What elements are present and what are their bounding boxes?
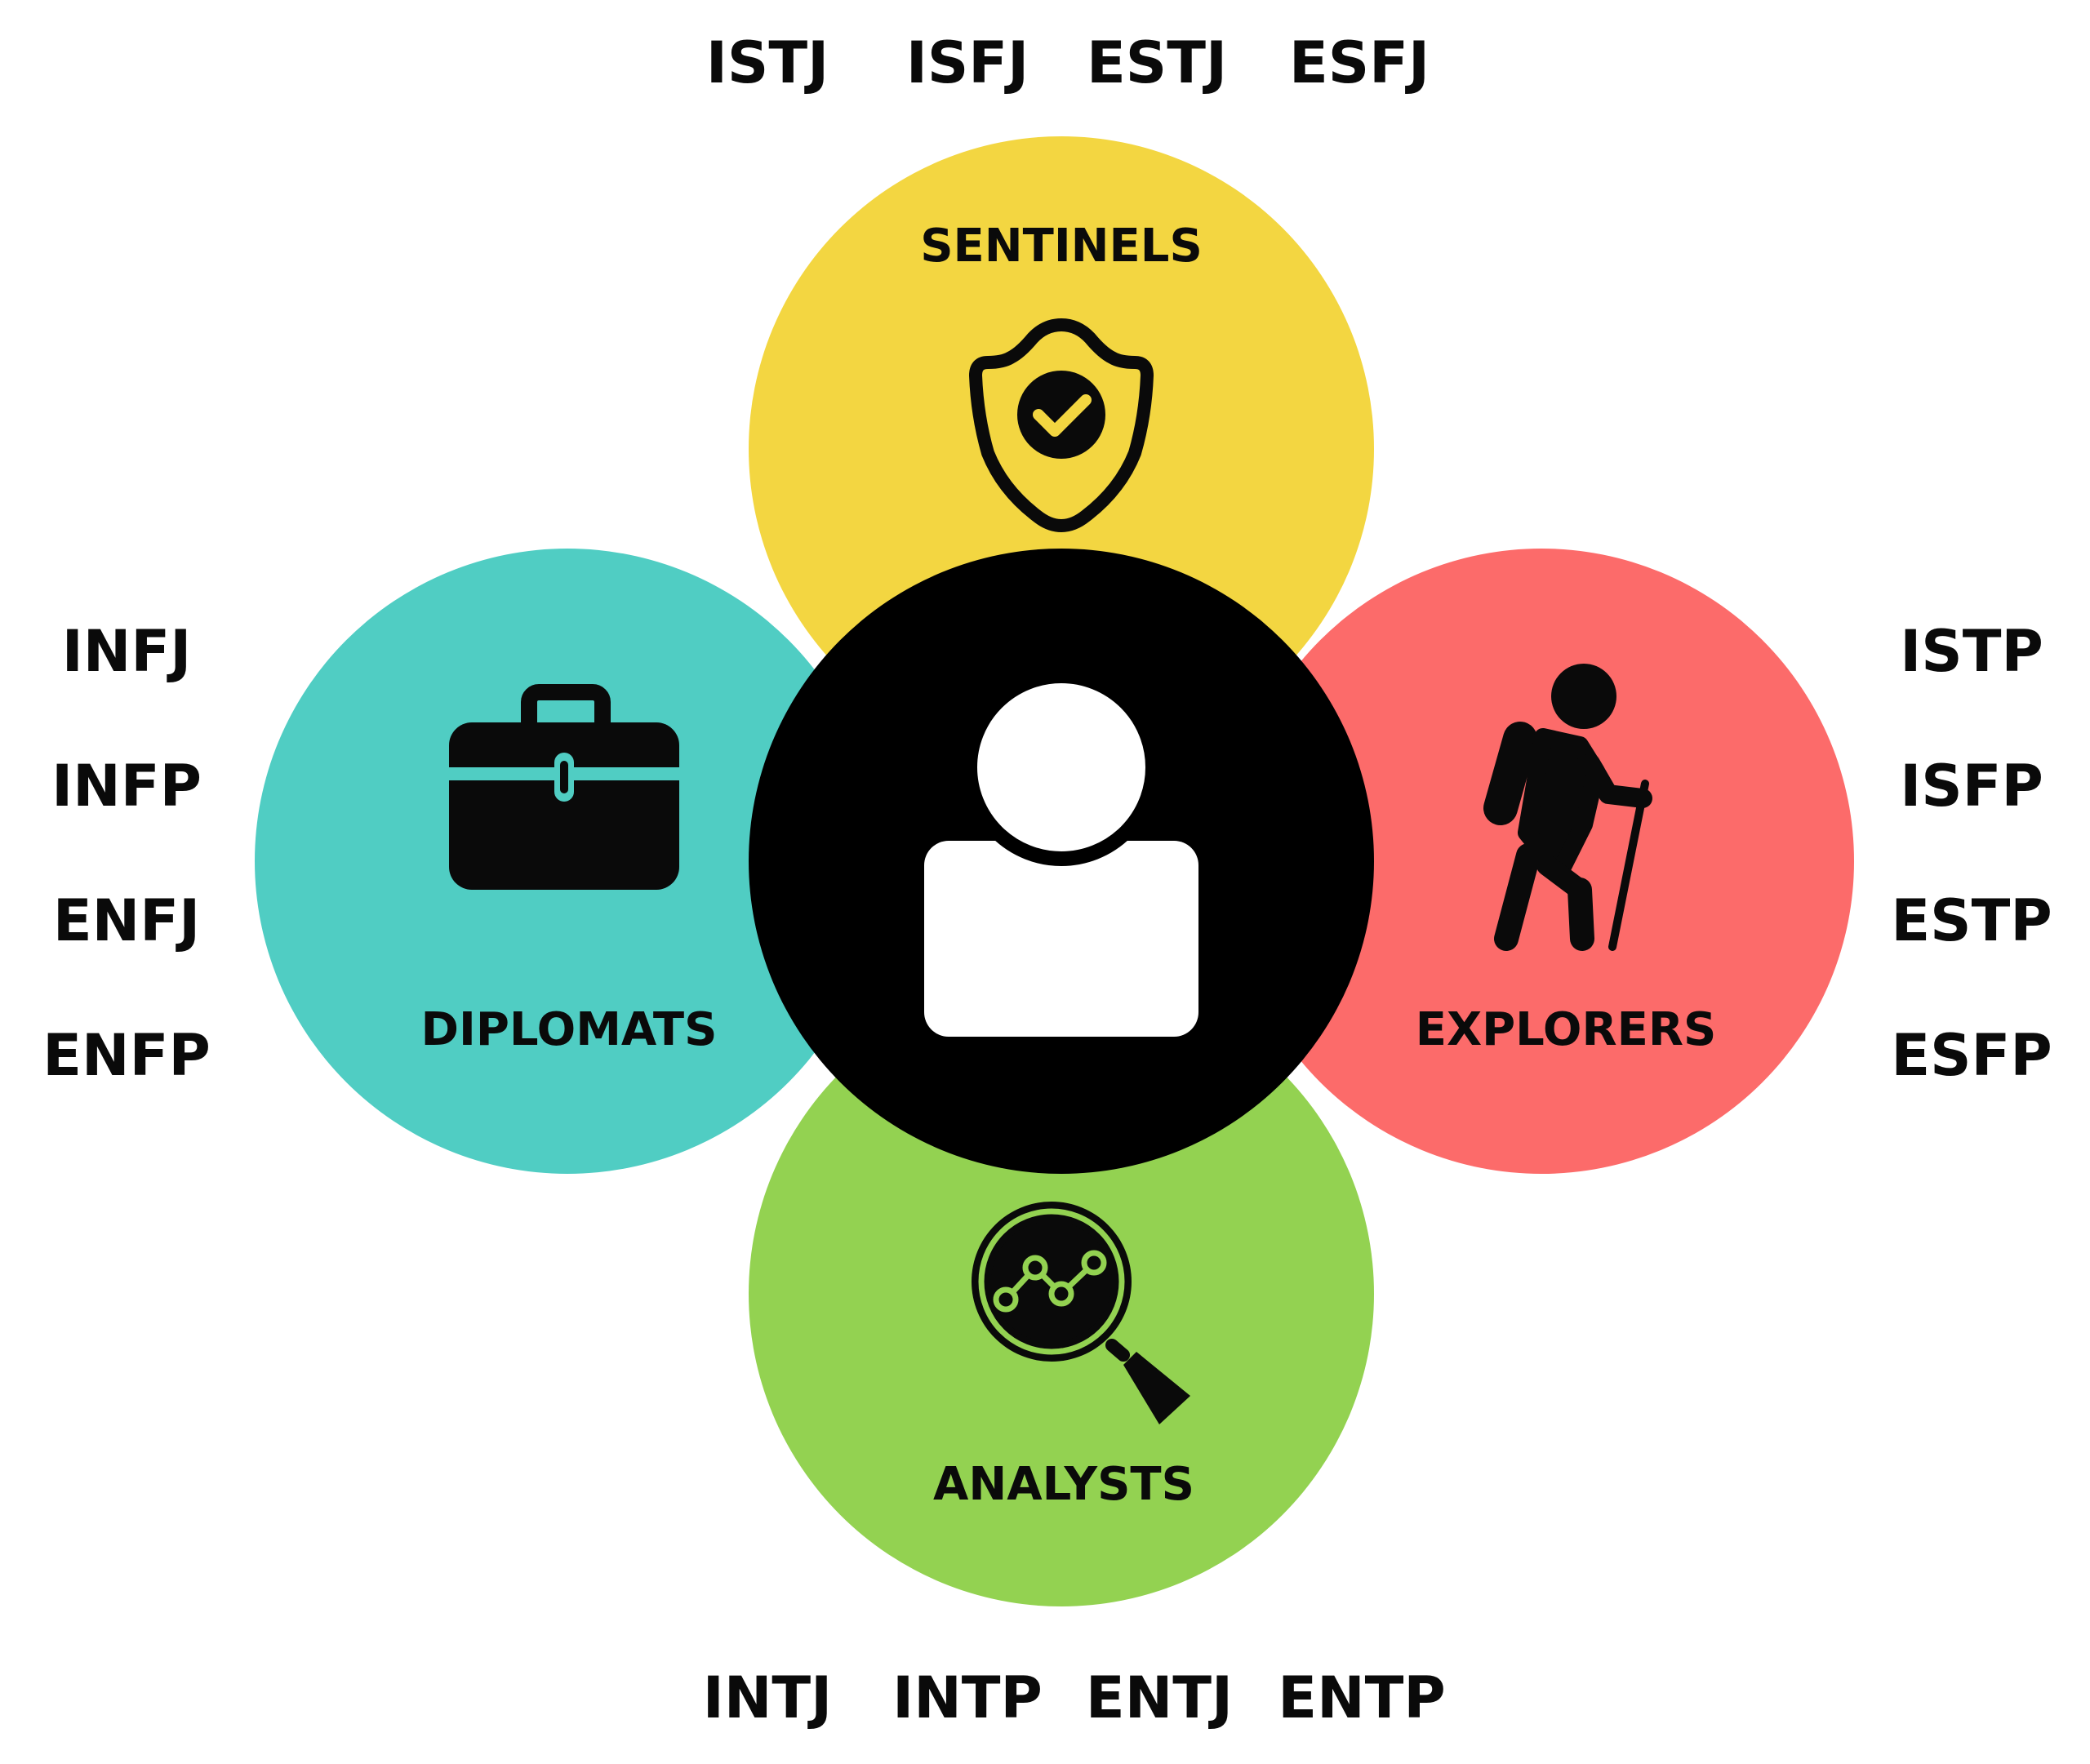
type-label-infj: INFJ bbox=[62, 618, 192, 685]
type-label-istp: ISTP bbox=[1900, 618, 2043, 685]
type-label-estj: ESTJ bbox=[1087, 29, 1227, 96]
type-label-enfj: ENFJ bbox=[53, 887, 200, 954]
magnifier-chart-icon bbox=[972, 1202, 1190, 1424]
briefcase-icon bbox=[449, 684, 679, 890]
analysts-label: ANALYSTS bbox=[933, 1458, 1194, 1511]
user-icon bbox=[924, 669, 1198, 1037]
type-label-esfp: ESFP bbox=[1891, 1022, 2052, 1089]
type-label-estp: ESTP bbox=[1891, 887, 2052, 954]
type-label-entj: ENTJ bbox=[1086, 1664, 1233, 1731]
type-label-esfj: ESFJ bbox=[1289, 29, 1430, 96]
diplomats-label: DIPLOMATS bbox=[421, 1003, 718, 1056]
explorers-label: EXPLORERS bbox=[1416, 1003, 1717, 1056]
sentinels-label: SENTINELS bbox=[920, 220, 1203, 273]
type-label-intj: INTJ bbox=[703, 1664, 832, 1731]
type-label-enfp: ENFP bbox=[42, 1022, 211, 1089]
shield-check-icon bbox=[969, 318, 1154, 532]
type-label-infp: INFP bbox=[51, 753, 202, 820]
type-label-intp: INTP bbox=[892, 1664, 1043, 1731]
type-label-isfj: ISFJ bbox=[906, 29, 1029, 96]
type-label-isfp: ISFP bbox=[1900, 753, 2043, 820]
hiker-icon bbox=[1483, 664, 1652, 951]
type-label-entp: ENTP bbox=[1278, 1664, 1445, 1731]
type-label-istj: ISTJ bbox=[706, 29, 829, 96]
